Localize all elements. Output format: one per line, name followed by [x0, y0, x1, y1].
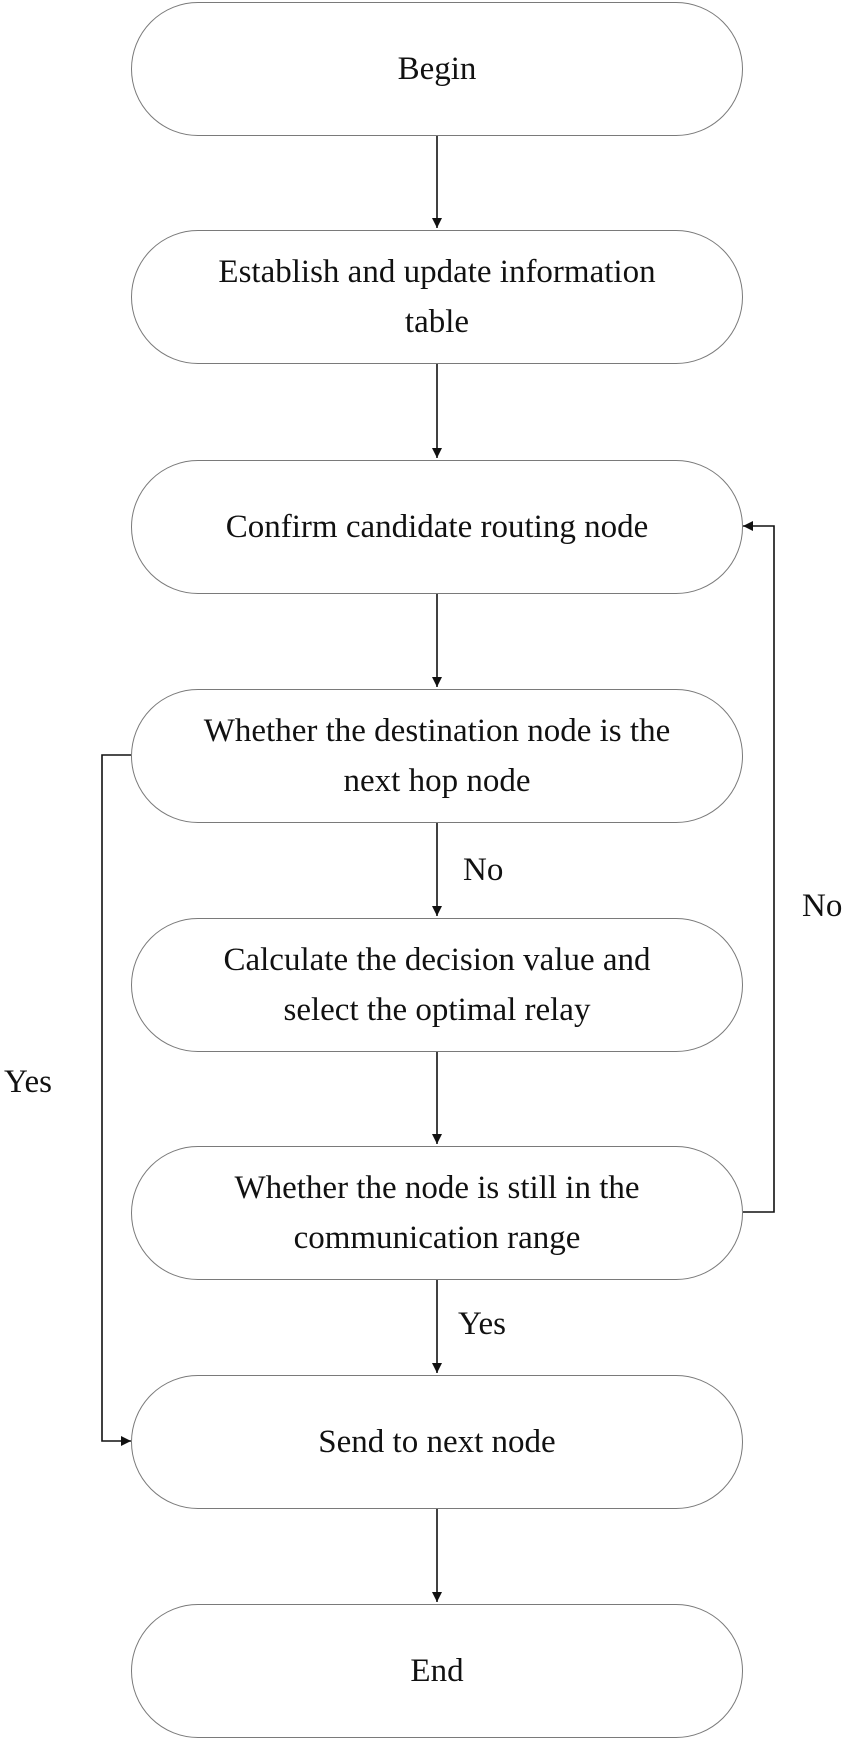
node-establish-line2: table: [404, 304, 470, 340]
node-whether-destination-line2: next hop node: [343, 763, 531, 799]
node-send-text: Send to next node: [318, 1424, 556, 1460]
node-establish: Establish and update information table: [131, 230, 743, 364]
node-end: End: [131, 1604, 743, 1738]
label-yes-down: Yes: [458, 1306, 507, 1342]
node-whether-range: Whether the node is still in the communi…: [131, 1146, 743, 1280]
label-yes-left: Yes: [4, 1064, 53, 1100]
node-confirm-text: Confirm candidate routing node: [225, 509, 649, 545]
label-no-down: No: [463, 852, 504, 888]
label-no-loop: No: [802, 888, 843, 924]
node-end-text: End: [410, 1653, 464, 1689]
node-send: Send to next node: [131, 1375, 743, 1509]
node-calculate-line1: Calculate the decision value and: [223, 942, 651, 978]
arrow-no-loop-back: [743, 521, 775, 1213]
arrow-yes-skip-to-send: [101, 754, 131, 1446]
node-confirm: Confirm candidate routing node: [131, 460, 743, 594]
node-calculate: Calculate the decision value and select …: [131, 918, 743, 1052]
node-whether-destination-line1: Whether the destination node is the: [203, 713, 671, 749]
node-whether-range-line2: communication range: [293, 1220, 581, 1256]
node-establish-line1: Establish and update information: [218, 254, 656, 290]
node-begin: Begin: [131, 2, 743, 136]
node-whether-destination: Whether the destination node is the next…: [131, 689, 743, 823]
node-calculate-line2: select the optimal relay: [283, 992, 591, 1028]
node-begin-text: Begin: [397, 51, 477, 87]
node-whether-range-line1: Whether the node is still in the: [234, 1170, 640, 1206]
